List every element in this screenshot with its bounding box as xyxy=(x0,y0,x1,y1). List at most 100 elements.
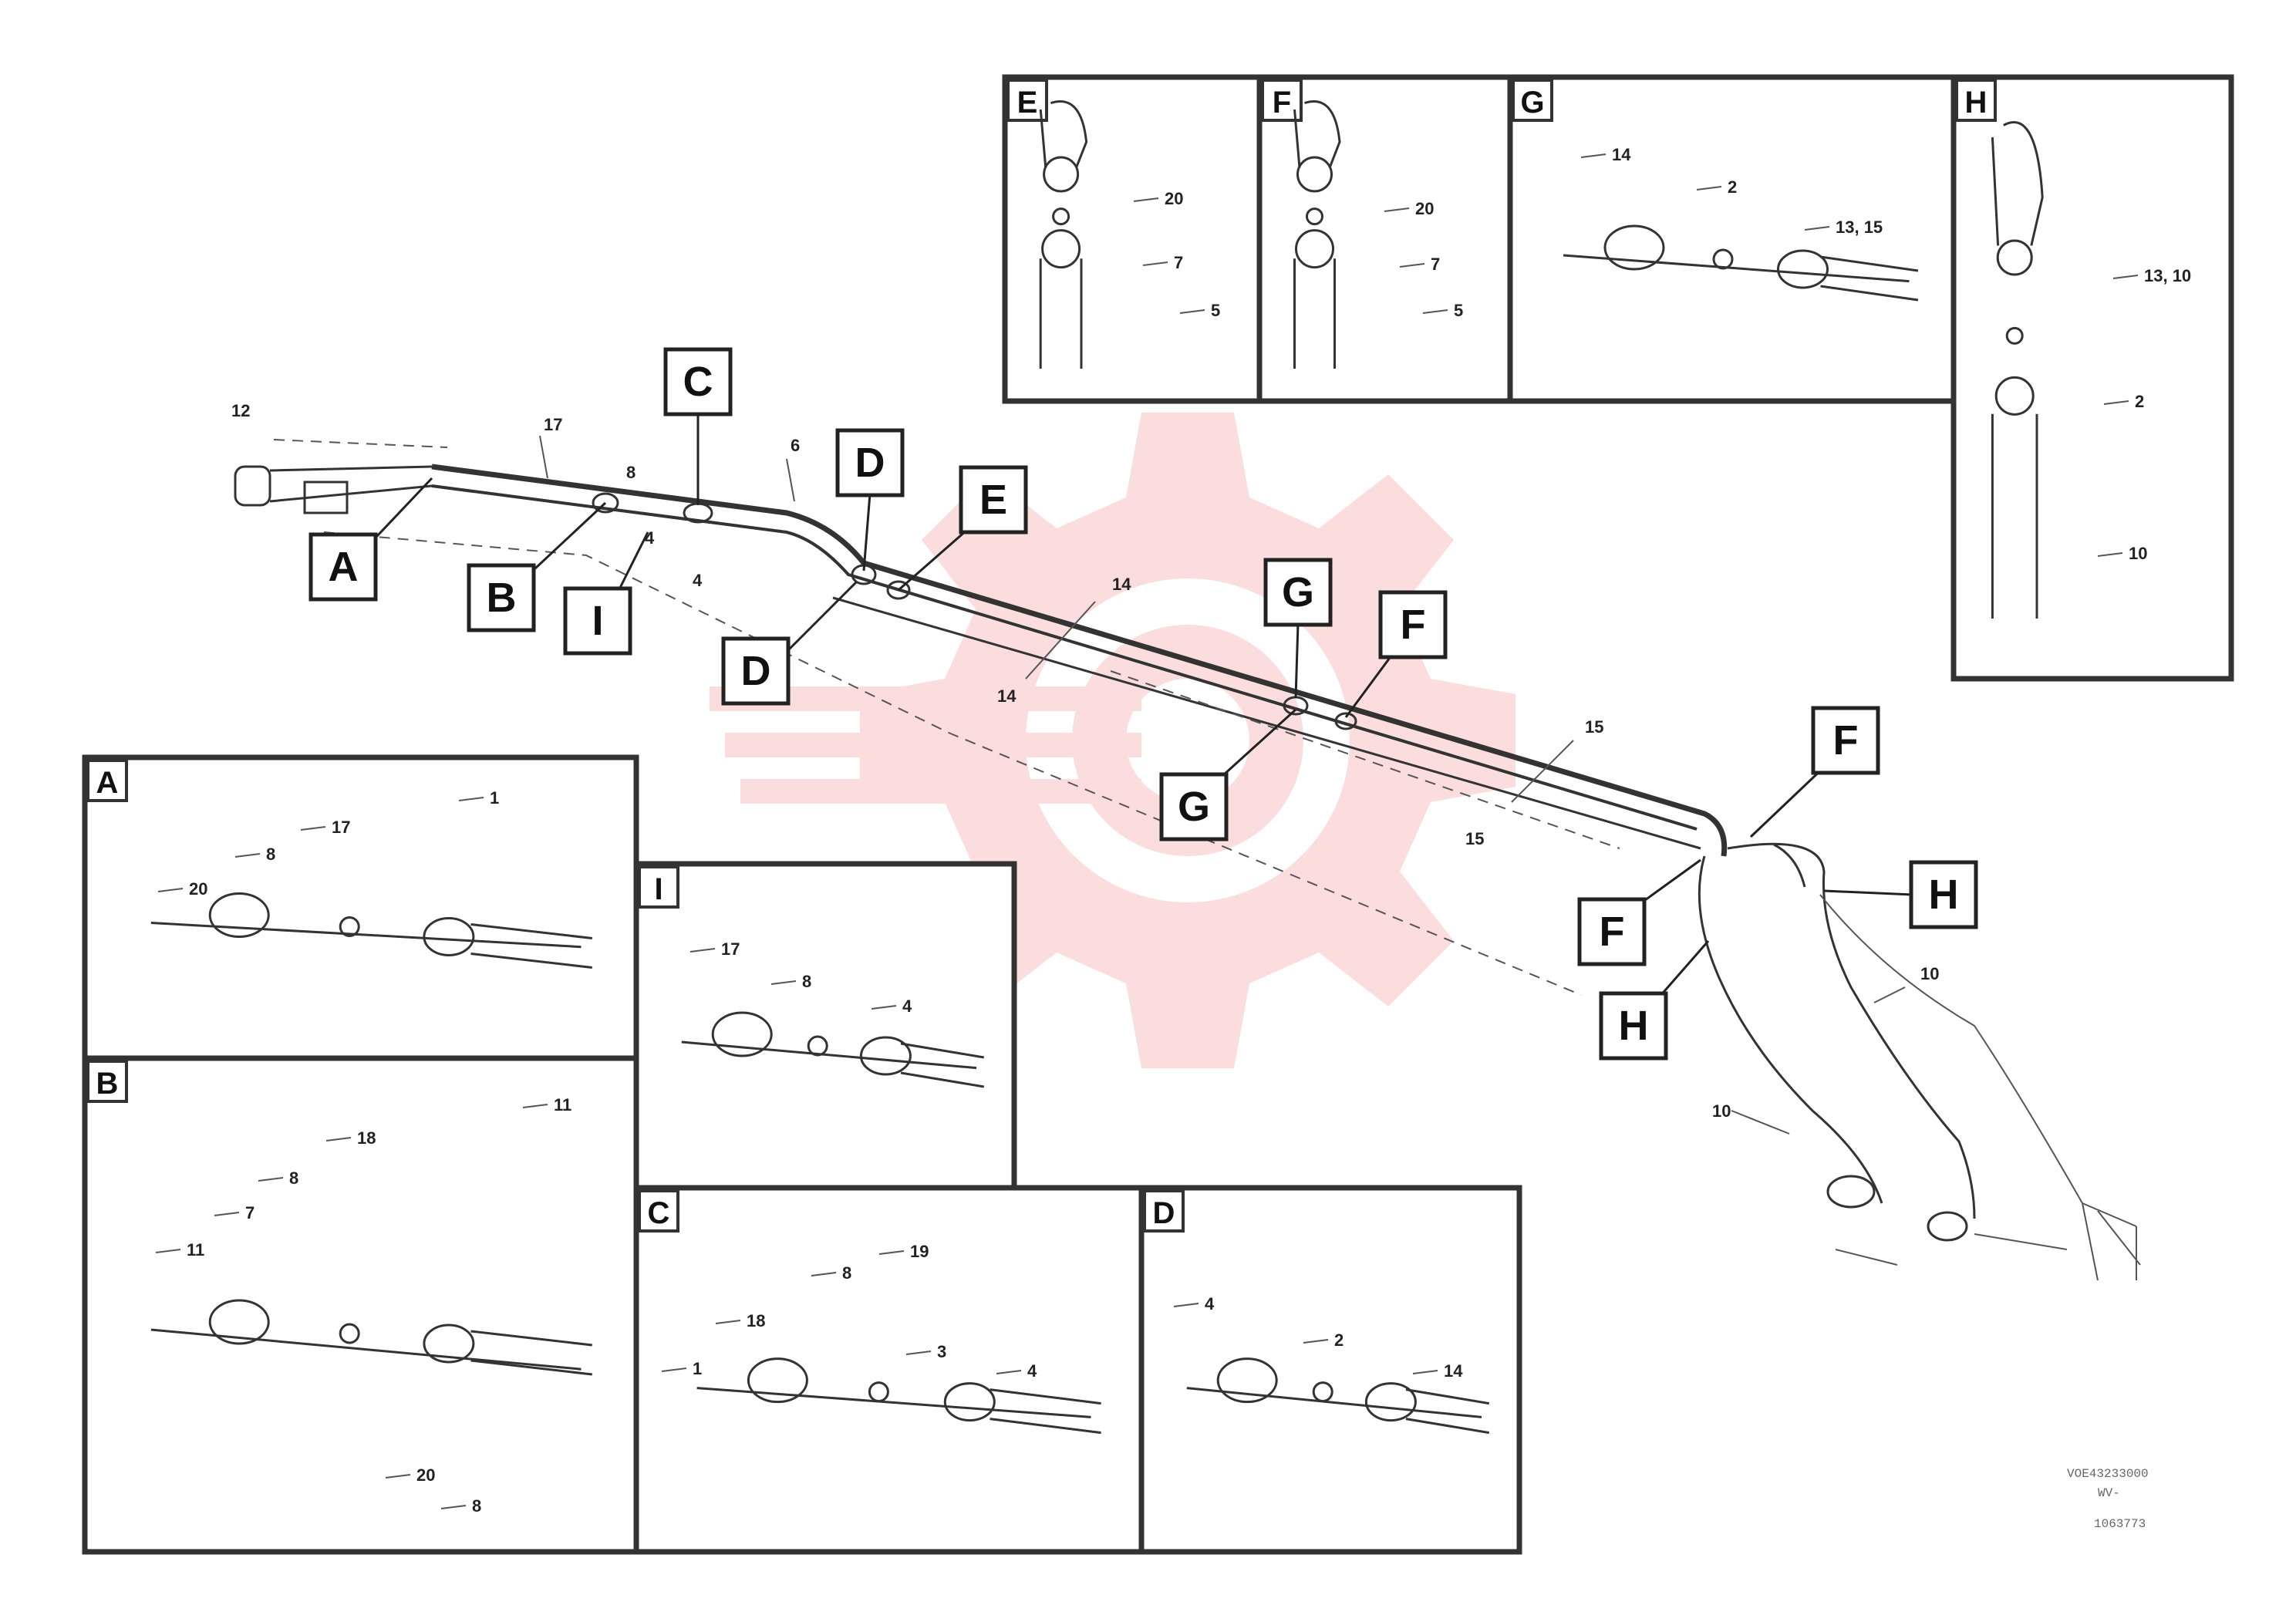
panel-label-box xyxy=(1512,79,1553,122)
part-number: 2 xyxy=(1334,1330,1344,1350)
leader-line xyxy=(522,1104,548,1108)
part-number: 17 xyxy=(332,818,350,837)
leader-line xyxy=(214,1212,240,1216)
part-number: 8 xyxy=(802,972,811,991)
callout-box xyxy=(1599,991,1668,1061)
part-number: 8 xyxy=(472,1496,481,1516)
callout-box xyxy=(1159,772,1229,841)
panel-label-box xyxy=(1143,1189,1185,1233)
drawing-code-line-1: VOE43233000 xyxy=(2067,1467,2149,1481)
part-number: 14 xyxy=(1612,145,1631,164)
callout-box xyxy=(959,465,1028,534)
leader-line xyxy=(1173,1303,1199,1307)
part-number: 4 xyxy=(645,528,655,548)
callout-letter: H xyxy=(1619,1003,1649,1049)
callout-letter: E xyxy=(979,477,1007,523)
panel-part-sketch xyxy=(150,1299,592,1376)
callout-letter: F xyxy=(1833,717,1859,764)
callout-tag-f: F xyxy=(1378,590,1448,659)
part-number: 20 xyxy=(416,1465,435,1485)
part-number: 6 xyxy=(791,436,800,455)
callout-letter: H xyxy=(1929,872,1959,918)
leader-line xyxy=(871,1005,897,1010)
panel-part-sketch xyxy=(696,1357,1101,1435)
part-number: 17 xyxy=(544,415,562,434)
leader-line xyxy=(1133,197,1159,202)
callout-box xyxy=(663,347,733,416)
callout-tag-c: C xyxy=(663,347,733,416)
leader-line xyxy=(878,1250,905,1255)
panel-frame xyxy=(1256,74,1513,404)
gear-icon xyxy=(710,413,1515,1068)
leader-line xyxy=(770,980,797,985)
panel-part-sketch xyxy=(681,1011,985,1088)
part-number: 8 xyxy=(266,845,275,864)
leader-line xyxy=(258,1177,284,1182)
callout-letter: C xyxy=(683,359,713,405)
callout-letter: D xyxy=(855,440,885,486)
part-number: 10 xyxy=(2129,544,2147,563)
part-number: 20 xyxy=(1415,199,1434,218)
leader-line xyxy=(1399,263,1425,268)
panel-label: B xyxy=(96,1067,119,1101)
callout-tag-a: A xyxy=(308,532,378,602)
leader-line xyxy=(1422,309,1448,314)
leader-line xyxy=(661,1367,687,1372)
part-number: 1 xyxy=(693,1359,702,1378)
panel-part-sketch xyxy=(1293,100,1341,369)
part-number: 20 xyxy=(189,879,207,899)
panel-part-sketch xyxy=(1991,121,2044,619)
drawing-code: VOE43233000 WV- 1063773 xyxy=(2067,1467,2149,1531)
callout-tag-g: G xyxy=(1159,772,1229,841)
leader-line xyxy=(1696,186,1722,191)
callout-tag-d: D xyxy=(835,428,905,497)
panel-label: G xyxy=(1520,86,1544,120)
panel-label-box xyxy=(1955,79,1997,122)
callout-letter: I xyxy=(592,598,603,644)
part-number: 8 xyxy=(289,1168,298,1188)
panel-label: C xyxy=(648,1196,670,1230)
part-number: 18 xyxy=(357,1128,376,1148)
leader-line xyxy=(2103,400,2129,405)
callout-tag-f: F xyxy=(1811,706,1880,775)
leader-line xyxy=(1384,207,1410,212)
callout-box xyxy=(308,532,378,602)
panel-frame xyxy=(1507,74,1957,404)
callout-tag-i: I xyxy=(563,586,632,656)
callout-tag-g: G xyxy=(1263,558,1333,627)
callout-tag-b: B xyxy=(467,563,536,632)
callout-box xyxy=(1263,558,1333,627)
part-number: 14 xyxy=(1112,575,1131,594)
leader-line xyxy=(996,1370,1022,1374)
callout-box xyxy=(563,586,632,656)
leader-line xyxy=(2112,275,2139,279)
boom-pipe-assembly xyxy=(234,413,2141,1281)
leader-line xyxy=(2097,552,2123,557)
callout-box xyxy=(1811,706,1880,775)
panel-frame xyxy=(633,861,1017,1191)
part-number: 20 xyxy=(1165,189,1183,208)
leader-line xyxy=(1580,153,1607,158)
part-number: 19 xyxy=(910,1242,929,1261)
panel-frame xyxy=(82,1055,639,1555)
panel-label: D xyxy=(1153,1196,1175,1230)
drawing-code-line-3: 1063773 xyxy=(2094,1517,2146,1531)
panel-frame xyxy=(82,754,639,1061)
part-number: 14 xyxy=(997,686,1017,706)
panel-label-box xyxy=(638,1189,679,1233)
drawing-code-line-2: WV- xyxy=(2098,1486,2120,1500)
leader-line xyxy=(157,888,184,892)
part-number: 13, 10 xyxy=(2144,266,2191,285)
part-number: 4 xyxy=(693,571,703,590)
part-number: 1 xyxy=(490,788,499,808)
leader-line xyxy=(689,948,716,953)
callout-letter: F xyxy=(1401,602,1426,648)
callout-letter: G xyxy=(1178,784,1210,830)
